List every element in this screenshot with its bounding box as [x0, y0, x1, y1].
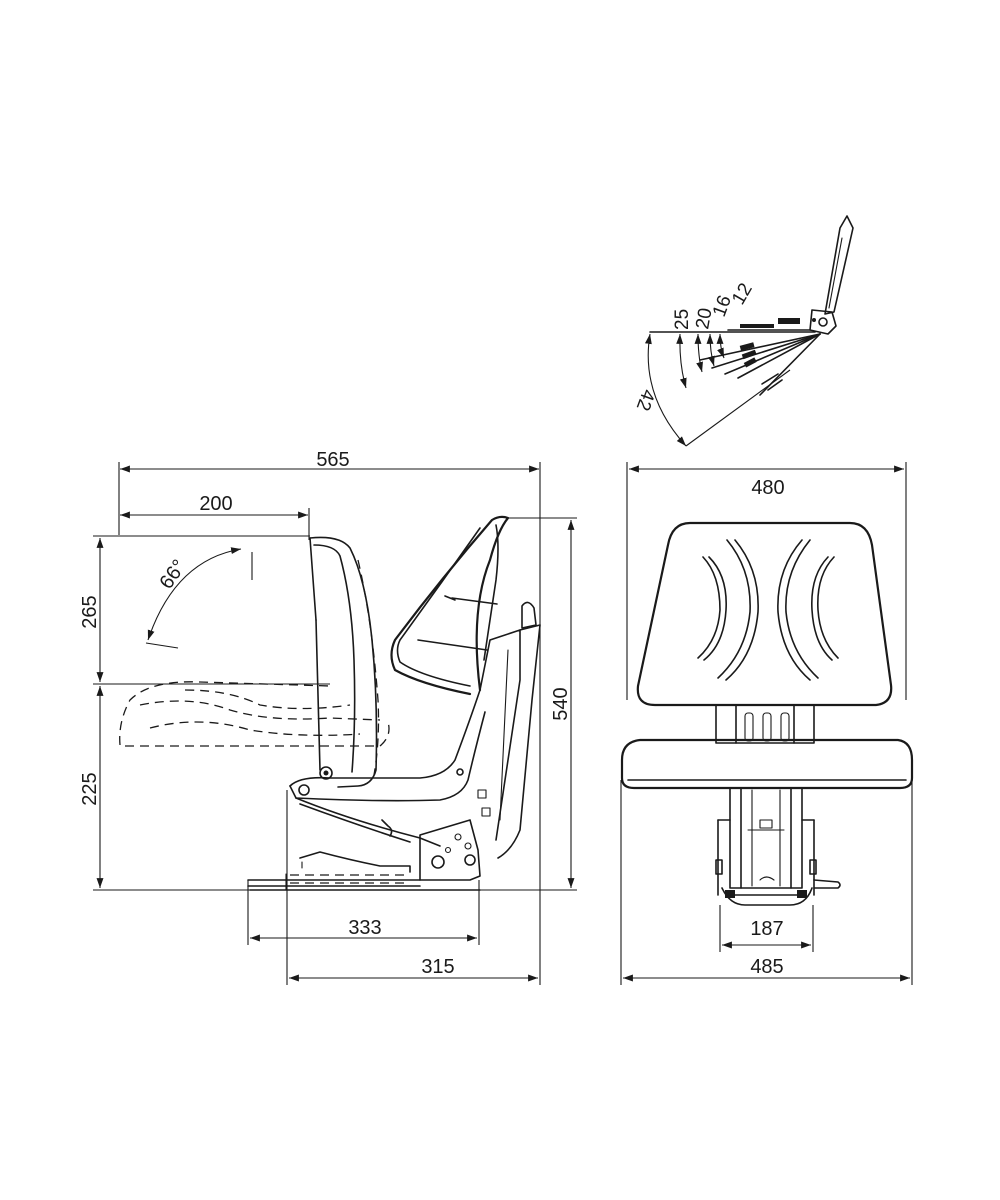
dim-fold-depth: 200	[120, 493, 310, 540]
seat-pan-frame	[289, 689, 486, 802]
dim-seat-height: 225	[79, 686, 250, 891]
fold-angle-label: 66°	[155, 556, 190, 593]
dim-backrest-height-label: 265	[79, 595, 101, 628]
armrest-handle	[390, 515, 510, 696]
dim-rail-length-label: 315	[421, 956, 454, 978]
suspension-column	[477, 601, 541, 859]
dim-base-width: 187	[719, 905, 814, 952]
dim-seat-width: 485	[620, 780, 913, 985]
dim-seat-width-label: 485	[750, 956, 783, 978]
dim-overall-length: 565	[118, 449, 541, 890]
backrest-cushion	[309, 536, 380, 788]
dim-overall-length-label: 565	[316, 449, 349, 471]
slide-rails	[247, 873, 481, 891]
side-view: 565 200 265 225 540	[79, 449, 577, 985]
base-mechanism	[295, 797, 481, 881]
dim-seat-height-label: 225	[79, 772, 101, 805]
max-angle-label: 42	[632, 386, 659, 413]
position-label-20: 20	[692, 306, 716, 330]
dim-backrest-width-label: 480	[751, 477, 784, 499]
angle-arcs	[644, 333, 791, 447]
dim-total-height-label: 540	[550, 687, 572, 720]
dim-base-length-label: 333	[348, 917, 381, 939]
dim-backrest-height: 265	[79, 535, 330, 685]
front-view: 480 485 187	[620, 462, 914, 985]
adjustment-detail: 25 20 16 12 42	[632, 215, 854, 447]
backrest-frame	[309, 537, 333, 780]
dim-backrest-width: 480	[626, 462, 907, 700]
backrest-column	[715, 704, 815, 744]
dim-base-length: 333	[247, 880, 480, 945]
suspension-front	[715, 787, 841, 906]
position-fan	[699, 333, 821, 396]
dim-fold-depth-label: 200	[199, 493, 232, 515]
fold-angle-indicator: 66°	[145, 547, 253, 649]
dim-base-width-label: 187	[750, 918, 783, 940]
seat-cushion-front	[620, 738, 914, 790]
dim-rail-length: 315	[286, 790, 541, 985]
adjustment-lever	[809, 215, 854, 335]
adjustment-base	[649, 318, 816, 333]
backrest-front	[636, 521, 893, 707]
folded-backrest-outline	[119, 681, 390, 747]
dim-total-height: 540	[480, 517, 577, 891]
position-label-25: 25	[672, 309, 693, 330]
